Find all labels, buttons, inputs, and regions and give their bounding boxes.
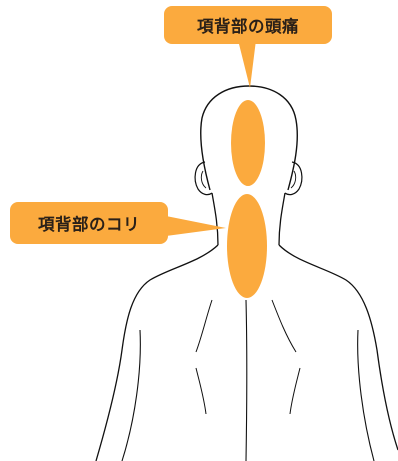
- right-ear-inner: [290, 170, 297, 189]
- right-shoulder-arm: [278, 244, 398, 451]
- head-outline: [200, 85, 298, 191]
- right-lower-back-line: [289, 367, 301, 415]
- right-scapula-line: [271, 299, 297, 353]
- left-torso-side: [121, 329, 141, 461]
- right-torso-side: [357, 329, 375, 461]
- left-lower-back-line: [195, 367, 207, 415]
- spine-line: [245, 299, 248, 461]
- right-ear: [284, 161, 303, 196]
- left-ear-inner: [200, 170, 207, 189]
- stiffness-pointer: [166, 216, 226, 236]
- stiffness-callout: 項背部のコリ: [10, 202, 168, 244]
- headache-pointer: [238, 40, 256, 88]
- headache-area: [231, 100, 265, 186]
- stiffness-area: [227, 194, 267, 298]
- left-scapula-line: [195, 299, 213, 353]
- neck-left: [211, 192, 219, 246]
- left-shoulder-arm: [95, 244, 219, 461]
- neck-right: [278, 192, 286, 246]
- headache-callout: 項背部の頭痛: [164, 6, 332, 44]
- left-ear: [194, 161, 213, 196]
